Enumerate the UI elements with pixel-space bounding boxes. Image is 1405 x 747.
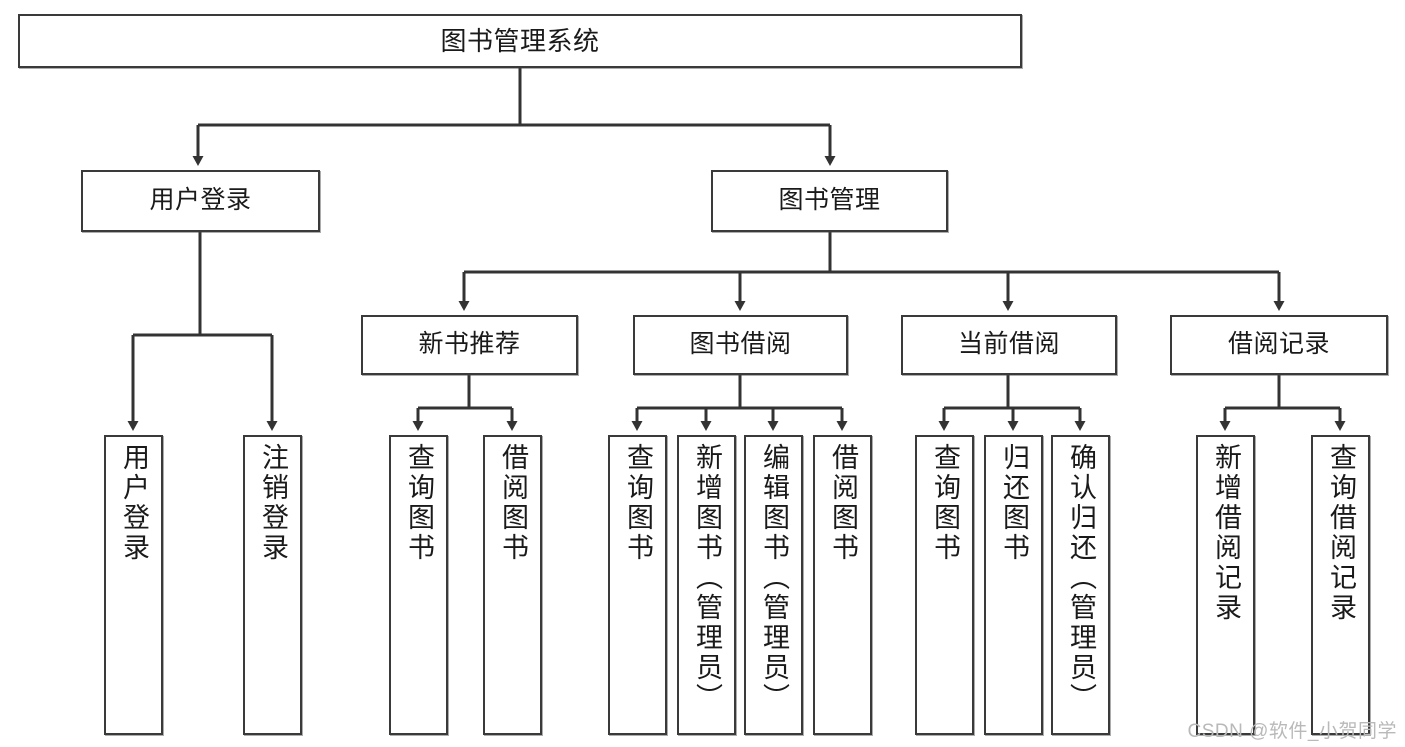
node-leaf-logout[interactable]: 注销登录 (243, 435, 302, 735)
node-leaf-query-book-2[interactable]: 查询图书 (608, 435, 667, 735)
node-label: 查询图书 (930, 443, 960, 563)
node-label: 图书借阅 (689, 330, 792, 359)
node-leaf-add-record[interactable]: 新增借阅记录 (1196, 435, 1255, 735)
node-leaf-borrow-book-1[interactable]: 借阅图书 (483, 435, 542, 735)
node-leaf-query-book-3[interactable]: 查询图书 (915, 435, 974, 735)
node-label: 借阅图书 (498, 443, 528, 563)
node-label: 新书推荐 (418, 330, 521, 359)
node-label: 新增借阅记录 (1211, 443, 1241, 623)
node-label: 查询图书 (404, 443, 434, 563)
node-borrow-record[interactable]: 借阅记录 (1170, 315, 1388, 375)
node-current-borrow[interactable]: 当前借阅 (901, 315, 1117, 375)
node-label: 用户登录 (149, 186, 252, 215)
node-label: 用户登录 (119, 443, 149, 563)
node-label: 借阅图书 (828, 443, 858, 563)
node-label: 查询借阅记录 (1326, 443, 1356, 623)
node-label: 查询图书 (623, 443, 653, 563)
node-leaf-edit-book[interactable]: 编辑图书（管理员） (744, 435, 803, 735)
node-label: 借阅记录 (1227, 330, 1330, 359)
node-label: 确认归还（管理员） (1066, 443, 1096, 713)
node-leaf-query-record[interactable]: 查询借阅记录 (1311, 435, 1370, 735)
node-new-book-recommend[interactable]: 新书推荐 (361, 315, 578, 375)
node-leaf-confirm-return[interactable]: 确认归还（管理员） (1051, 435, 1110, 735)
csdn-watermark: CSDN @软件_小贺同学 (1187, 721, 1397, 742)
node-label: 新增图书（管理员） (692, 443, 722, 713)
node-book-borrow[interactable]: 图书借阅 (633, 315, 848, 375)
node-leaf-borrow-book-2[interactable]: 借阅图书 (813, 435, 872, 735)
node-leaf-return-book[interactable]: 归还图书 (984, 435, 1043, 735)
node-root-system[interactable]: 图书管理系统 (18, 14, 1022, 68)
node-leaf-user-login[interactable]: 用户登录 (104, 435, 163, 735)
node-leaf-query-book-1[interactable]: 查询图书 (389, 435, 448, 735)
node-label: 图书管理系统 (440, 25, 600, 56)
node-label: 图书管理 (778, 186, 881, 215)
node-leaf-add-book[interactable]: 新增图书（管理员） (677, 435, 736, 735)
node-label: 当前借阅 (957, 330, 1060, 359)
node-label: 归还图书 (999, 443, 1029, 563)
node-book-manage[interactable]: 图书管理 (711, 170, 948, 232)
node-label: 注销登录 (258, 443, 288, 563)
node-label: 编辑图书（管理员） (759, 443, 789, 713)
node-user-login[interactable]: 用户登录 (81, 170, 320, 232)
